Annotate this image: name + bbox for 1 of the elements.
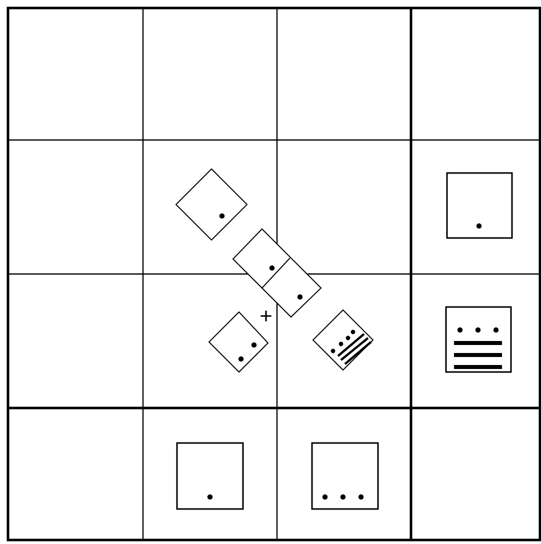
plus-sign: + [260,310,272,322]
